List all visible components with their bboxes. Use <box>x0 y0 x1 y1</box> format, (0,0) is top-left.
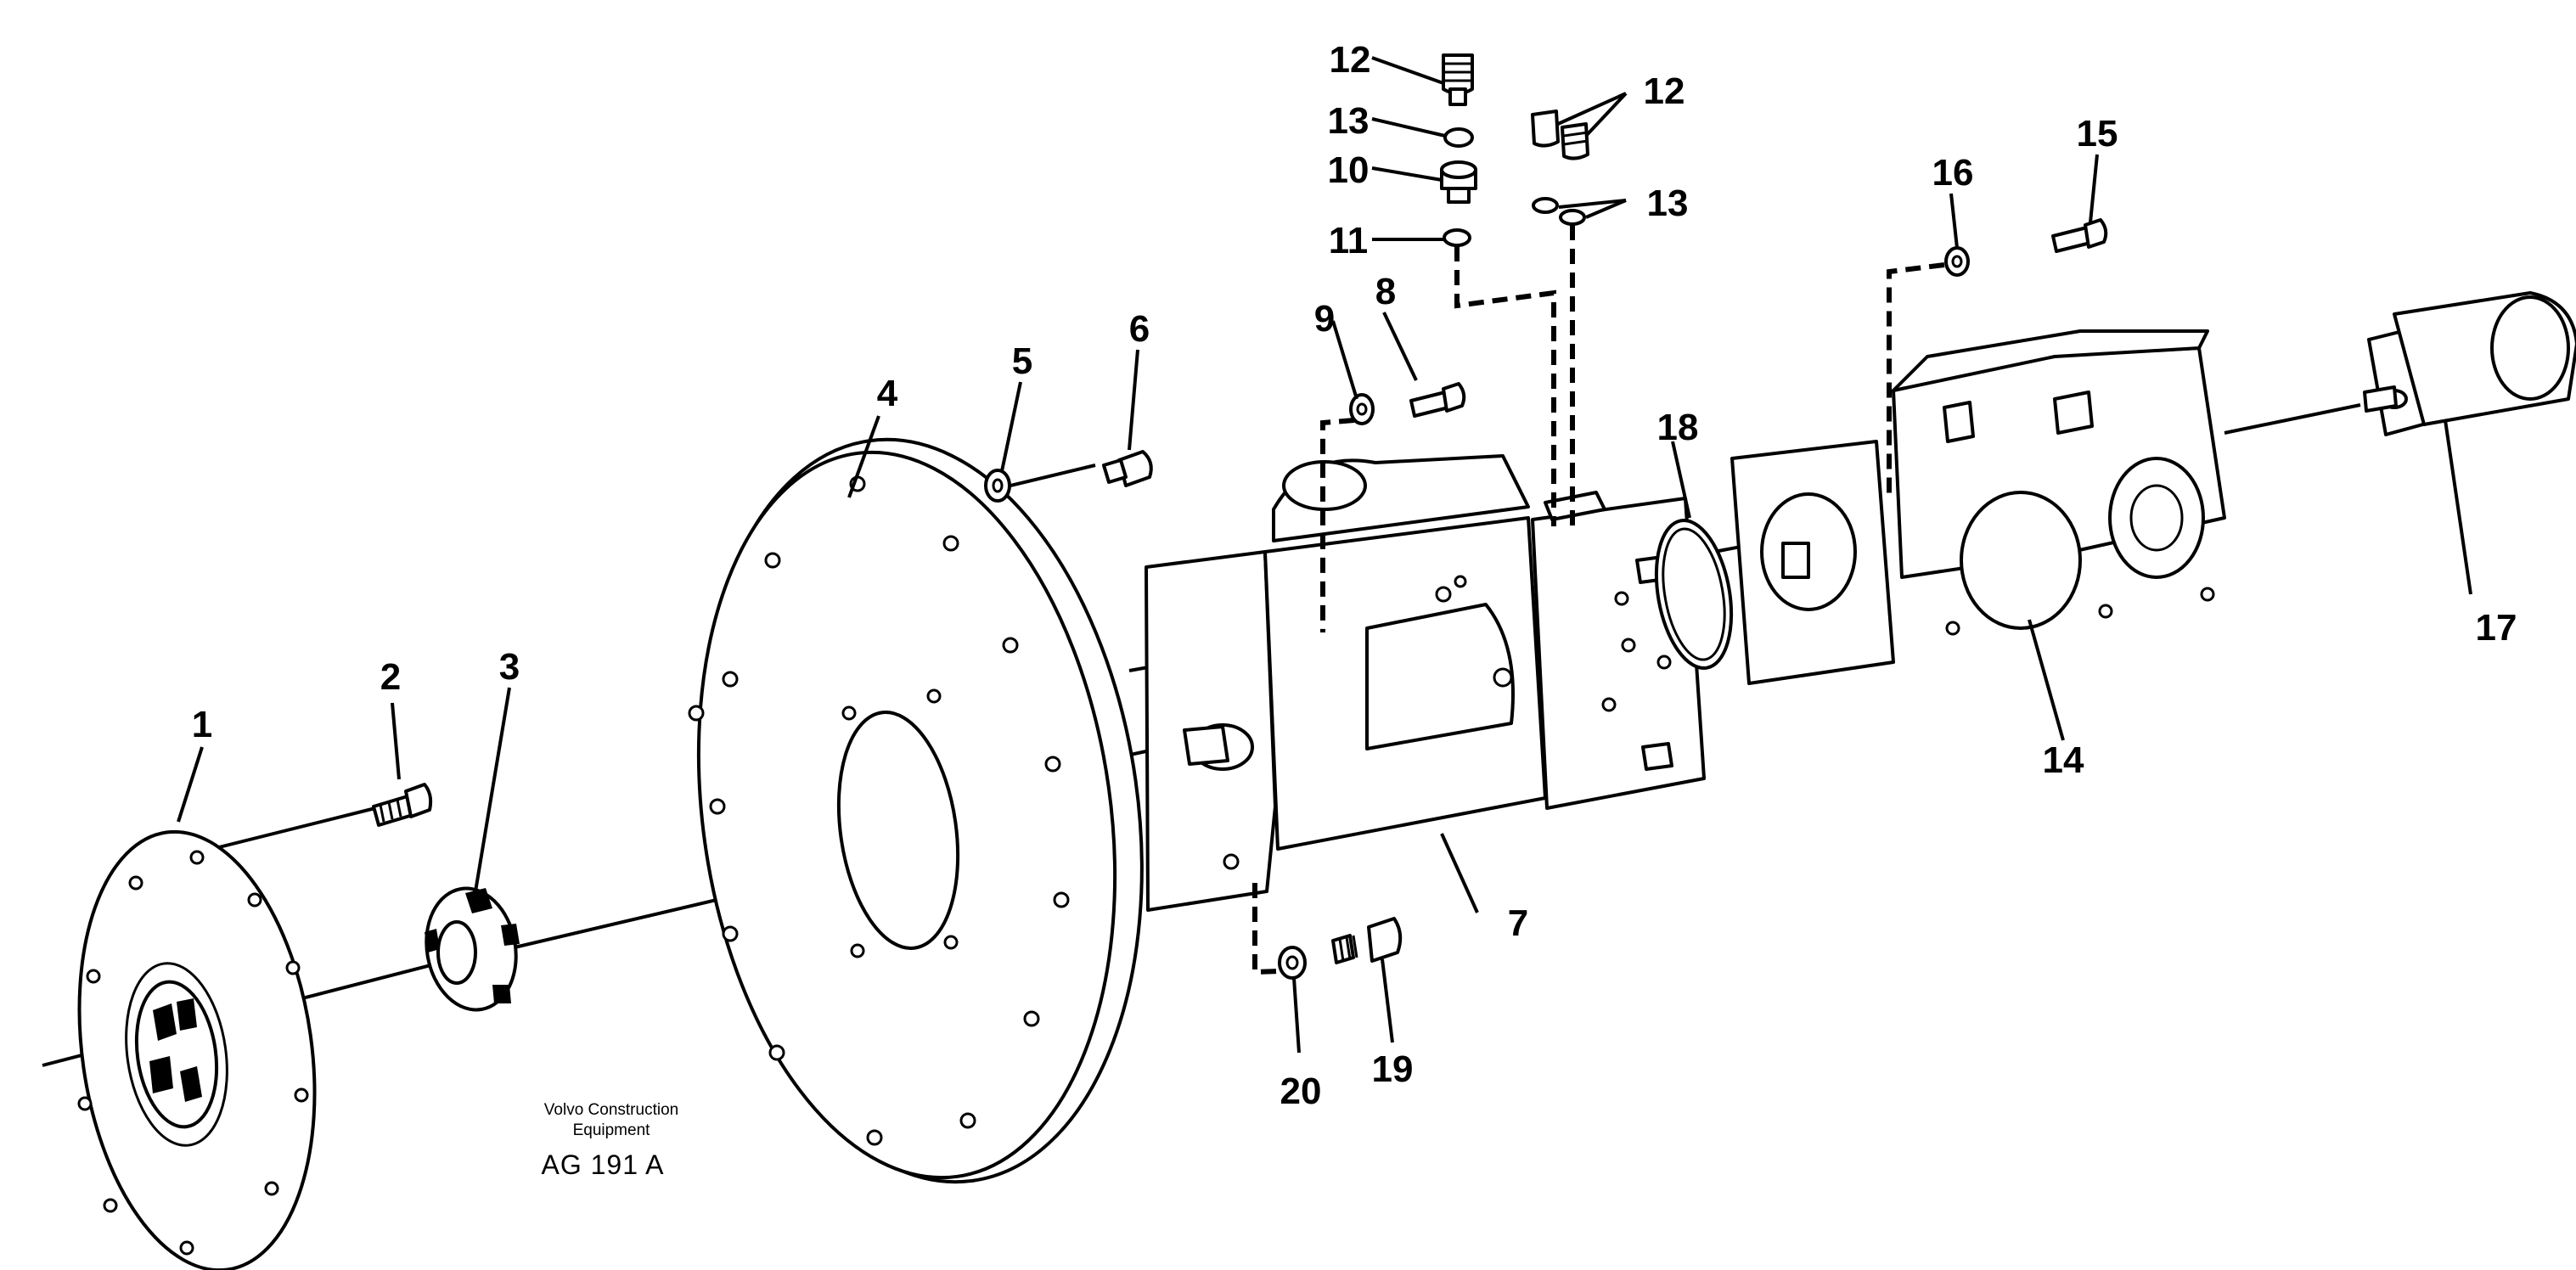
part-16-washer <box>1944 246 1970 277</box>
part-19-relief-valve <box>1331 917 1403 964</box>
callout-12-top: 12 <box>1330 39 1371 81</box>
part-6-screw <box>1102 450 1153 487</box>
manufacturer-caption: Volvo Construction Equipment <box>543 1101 679 1139</box>
part-5-washer <box>984 469 1011 503</box>
dashed-assembly-paths <box>1252 225 1945 975</box>
callout-7: 7 <box>1508 902 1528 944</box>
part-17-gear-pump <box>2363 291 2576 436</box>
callout-12-right: 12 <box>1644 70 1685 112</box>
part-8-screw <box>1409 382 1466 418</box>
callout-19: 19 <box>1372 1048 1414 1090</box>
callout-8: 8 <box>1375 271 1396 312</box>
part-9-washer <box>1349 393 1375 425</box>
part-14-auxiliary-pump <box>1730 329 2226 685</box>
part-10-adapter <box>1440 160 1477 204</box>
part-18-o-ring <box>1654 519 1734 670</box>
part-20-seal <box>1278 946 1307 980</box>
part-4-housing-plate <box>688 437 1144 1184</box>
callout-4: 4 <box>877 373 898 414</box>
callout-1: 1 <box>192 704 212 745</box>
part-12-plug-top <box>1442 53 1474 106</box>
callout-16: 16 <box>1932 152 1974 194</box>
part-12-plug-pair <box>1531 110 1589 160</box>
callout-13-top: 13 <box>1328 100 1370 142</box>
callout-11: 11 <box>1329 220 1369 261</box>
callout-numbers: 1 2 3 4 5 6 7 8 9 10 11 12 12 13 13 14 1… <box>192 39 2517 1112</box>
part-7-hydraulic-pump <box>1145 454 1706 912</box>
part-15-screw <box>2051 218 2108 253</box>
callout-10: 10 <box>1328 149 1370 191</box>
part-13-seal-pair <box>1532 197 1586 226</box>
callout-2: 2 <box>380 656 401 698</box>
callout-14: 14 <box>2043 739 2084 781</box>
part-13-seal-top <box>1443 127 1474 148</box>
callout-20: 20 <box>1280 1071 1322 1112</box>
part-3-elastic-element <box>425 886 520 1012</box>
part-11-seal <box>1443 228 1471 247</box>
callout-18: 18 <box>1657 407 1699 448</box>
drawing-reference: AG 191 A <box>541 1149 665 1180</box>
callout-13-right: 13 <box>1647 183 1689 224</box>
callout-5: 5 <box>1012 340 1032 382</box>
callout-9: 9 <box>1314 298 1335 340</box>
callout-6: 6 <box>1129 308 1150 350</box>
leader-lines <box>177 56 2472 1054</box>
callout-15: 15 <box>2077 113 2118 155</box>
callout-17: 17 <box>2476 607 2517 649</box>
part-2-screw <box>372 783 433 827</box>
callout-3: 3 <box>499 646 520 688</box>
part-1-coupling-flange <box>77 829 317 1270</box>
